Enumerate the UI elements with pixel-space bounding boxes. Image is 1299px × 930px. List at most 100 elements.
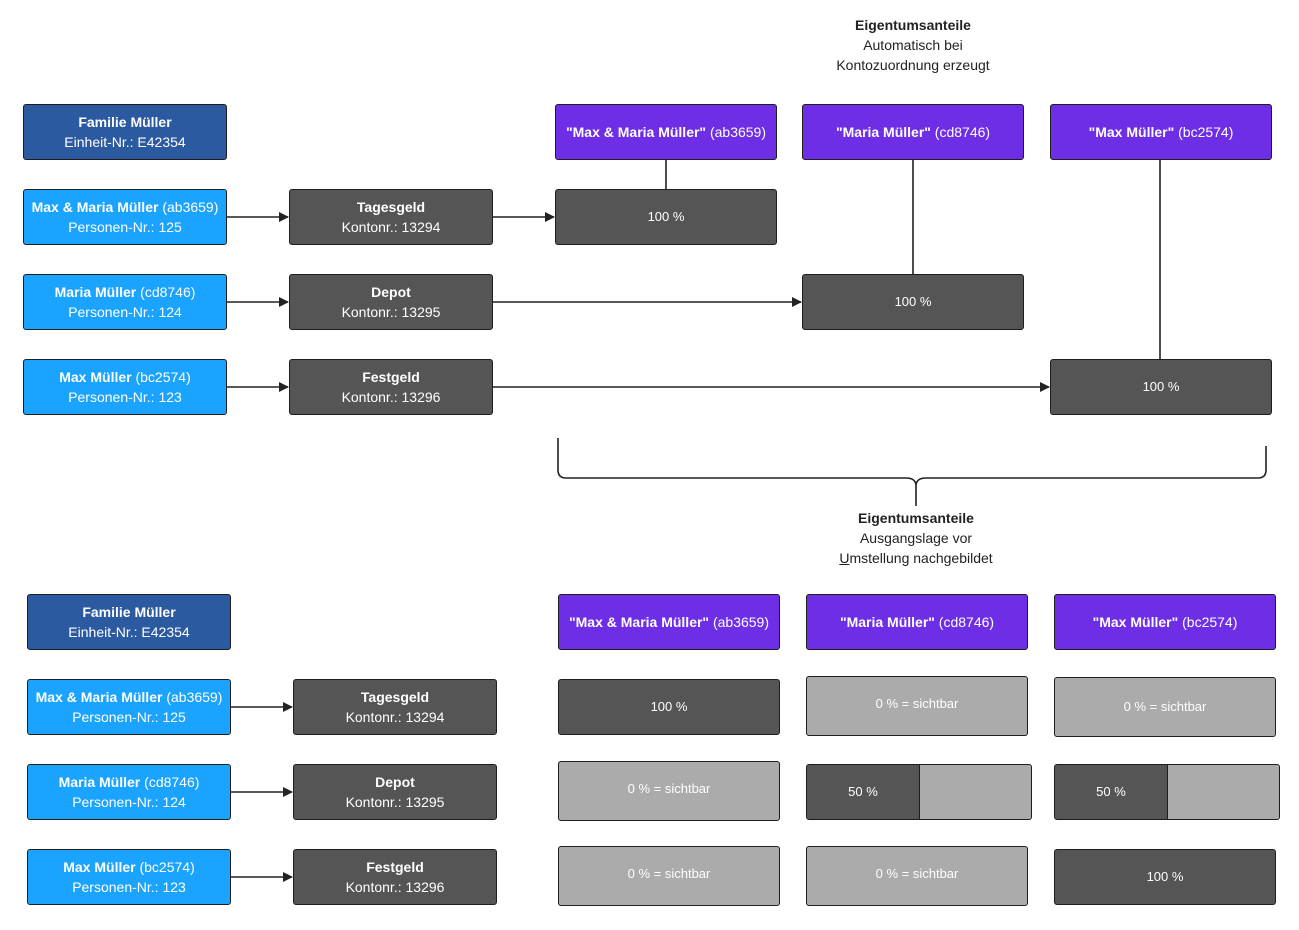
matrix-depot-max-maria: 0 % = sichtbar — [558, 761, 780, 821]
matrix-tagesgeld-max-maria: 100 % — [558, 679, 780, 735]
matrix-festgeld-max: 100 % — [1054, 849, 1276, 905]
top-ownership-note: Eigentumsanteile Automatisch bei Kontozu… — [783, 15, 1043, 75]
account-number: Kontonr.: 13296 — [345, 879, 445, 895]
person-number: Personen-Nr.: 125 — [68, 219, 182, 235]
share-value: 100 % — [650, 699, 688, 714]
share-value: 100 % — [647, 209, 685, 224]
share-value: 100 % — [1142, 379, 1180, 394]
top-owner-maria[interactable]: "Maria Müller" (cd8746) — [802, 104, 1024, 160]
owner-code: (bc2574) — [1182, 614, 1238, 630]
bottom-family-unit-number: Einheit-Nr.: E42354 — [68, 624, 190, 640]
share-value: 0 % = sichtbar — [627, 781, 711, 796]
bottom-family-title: Familie Müller — [82, 604, 176, 620]
top-account-depot[interactable]: Depot Kontonr.: 13295 — [289, 274, 493, 330]
bottom-account-festgeld[interactable]: Festgeld Kontonr.: 13296 — [293, 849, 497, 905]
owner-code: (cd8746) — [934, 124, 991, 140]
owner-name: "Max & Maria Müller" — [568, 614, 710, 630]
matrix-depot-maria: 50 % — [806, 764, 1032, 820]
share-fill-bar: 50 % — [1055, 765, 1168, 819]
top-family-title: Familie Müller — [78, 114, 172, 130]
owner-code: (ab3659) — [712, 614, 770, 630]
bottom-note-line2-underlined: U — [839, 550, 850, 566]
bottom-note-line1: Ausgangslage vor — [859, 530, 973, 546]
person-code: (ab3659) — [166, 689, 223, 705]
account-number: Kontonr.: 13296 — [341, 389, 441, 405]
top-share-depot: 100 % — [802, 274, 1024, 330]
share-value: 0 % = sichtbar — [1123, 699, 1207, 714]
account-name: Depot — [375, 774, 415, 790]
owner-code: (cd8746) — [938, 614, 995, 630]
bottom-note-title: Eigentumsanteile — [858, 510, 974, 526]
bottom-owner-max-maria[interactable]: "Max & Maria Müller" (ab3659) — [558, 594, 780, 650]
account-name: Festgeld — [362, 369, 420, 385]
top-person-max[interactable]: Max Müller (bc2574) Personen-Nr.: 123 — [23, 359, 227, 415]
person-code: (bc2574) — [139, 859, 195, 875]
account-number: Kontonr.: 13295 — [341, 304, 441, 320]
top-note-line1: Automatisch bei — [863, 37, 963, 53]
share-fill-bar: 50 % — [807, 765, 920, 819]
top-family-unit-number: Einheit-Nr.: E42354 — [64, 134, 186, 150]
top-account-tagesgeld[interactable]: Tagesgeld Kontonr.: 13294 — [289, 189, 493, 245]
person-code: (cd8746) — [144, 774, 200, 790]
person-number: Personen-Nr.: 124 — [68, 304, 182, 320]
account-name: Depot — [371, 284, 411, 300]
bottom-person-maria[interactable]: Maria Müller (cd8746) Personen-Nr.: 124 — [27, 764, 231, 820]
share-value: 50 % — [848, 784, 878, 799]
share-value: 100 % — [1146, 869, 1184, 884]
owner-name: "Maria Müller" — [835, 124, 931, 140]
top-owner-max[interactable]: "Max Müller" (bc2574) — [1050, 104, 1272, 160]
owner-code: (bc2574) — [1178, 124, 1234, 140]
bottom-owner-maria[interactable]: "Maria Müller" (cd8746) — [806, 594, 1028, 650]
top-owner-max-maria[interactable]: "Max & Maria Müller" (ab3659) — [555, 104, 777, 160]
person-name: Max & Maria Müller — [35, 689, 163, 705]
person-number: Personen-Nr.: 123 — [72, 879, 186, 895]
person-code: (bc2574) — [135, 369, 191, 385]
top-person-max-maria[interactable]: Max & Maria Müller (ab3659) Personen-Nr.… — [23, 189, 227, 245]
person-name: Max & Maria Müller — [31, 199, 159, 215]
matrix-depot-max: 50 % — [1054, 764, 1280, 820]
bottom-person-max-maria[interactable]: Max & Maria Müller (ab3659) Personen-Nr.… — [27, 679, 231, 735]
person-code: (ab3659) — [162, 199, 219, 215]
bottom-note-line2: Umstellung nachgebildet — [786, 548, 1046, 568]
bottom-person-max[interactable]: Max Müller (bc2574) Personen-Nr.: 123 — [27, 849, 231, 905]
account-number: Kontonr.: 13295 — [345, 794, 445, 810]
owner-name: "Max Müller" — [1088, 124, 1175, 140]
matrix-festgeld-maria: 0 % = sichtbar — [806, 846, 1028, 906]
account-name: Festgeld — [366, 859, 424, 875]
matrix-festgeld-max-maria: 0 % = sichtbar — [558, 846, 780, 906]
matrix-tagesgeld-max: 0 % = sichtbar — [1054, 677, 1276, 737]
matrix-tagesgeld-maria: 0 % = sichtbar — [806, 676, 1028, 736]
person-name: Max Müller — [63, 859, 136, 875]
share-value: 0 % = sichtbar — [875, 696, 959, 711]
person-name: Max Müller — [59, 369, 132, 385]
bottom-account-tagesgeld[interactable]: Tagesgeld Kontonr.: 13294 — [293, 679, 497, 735]
person-name: Maria Müller — [54, 284, 137, 300]
top-family-box[interactable]: Familie Müller Einheit-Nr.: E42354 — [23, 104, 227, 160]
person-code: (cd8746) — [140, 284, 196, 300]
share-value: 50 % — [1096, 784, 1126, 799]
person-name: Maria Müller — [58, 774, 141, 790]
bottom-account-depot[interactable]: Depot Kontonr.: 13295 — [293, 764, 497, 820]
owner-name: "Maria Müller" — [839, 614, 935, 630]
top-note-line2: Kontozuordnung erzeugt — [836, 57, 990, 73]
owner-name: "Max Müller" — [1092, 614, 1179, 630]
account-name: Tagesgeld — [360, 689, 430, 705]
bottom-ownership-note: Eigentumsanteile Ausgangslage vor Umstel… — [786, 508, 1046, 568]
share-value: 0 % = sichtbar — [875, 866, 959, 881]
account-number: Kontonr.: 13294 — [341, 219, 441, 235]
top-account-festgeld[interactable]: Festgeld Kontonr.: 13296 — [289, 359, 493, 415]
account-name: Tagesgeld — [356, 199, 426, 215]
bottom-note-line2-rest: mstellung nachgebildet — [849, 550, 993, 566]
person-number: Personen-Nr.: 123 — [68, 389, 182, 405]
bottom-owner-max[interactable]: "Max Müller" (bc2574) — [1054, 594, 1276, 650]
bottom-family-box[interactable]: Familie Müller Einheit-Nr.: E42354 — [27, 594, 231, 650]
top-share-tagesgeld: 100 % — [555, 189, 777, 245]
share-value: 0 % = sichtbar — [627, 866, 711, 881]
person-number: Personen-Nr.: 124 — [72, 794, 186, 810]
top-person-maria[interactable]: Maria Müller (cd8746) Personen-Nr.: 124 — [23, 274, 227, 330]
top-share-festgeld: 100 % — [1050, 359, 1272, 415]
owner-code: (ab3659) — [709, 124, 767, 140]
person-number: Personen-Nr.: 125 — [72, 709, 186, 725]
share-value: 100 % — [894, 294, 932, 309]
